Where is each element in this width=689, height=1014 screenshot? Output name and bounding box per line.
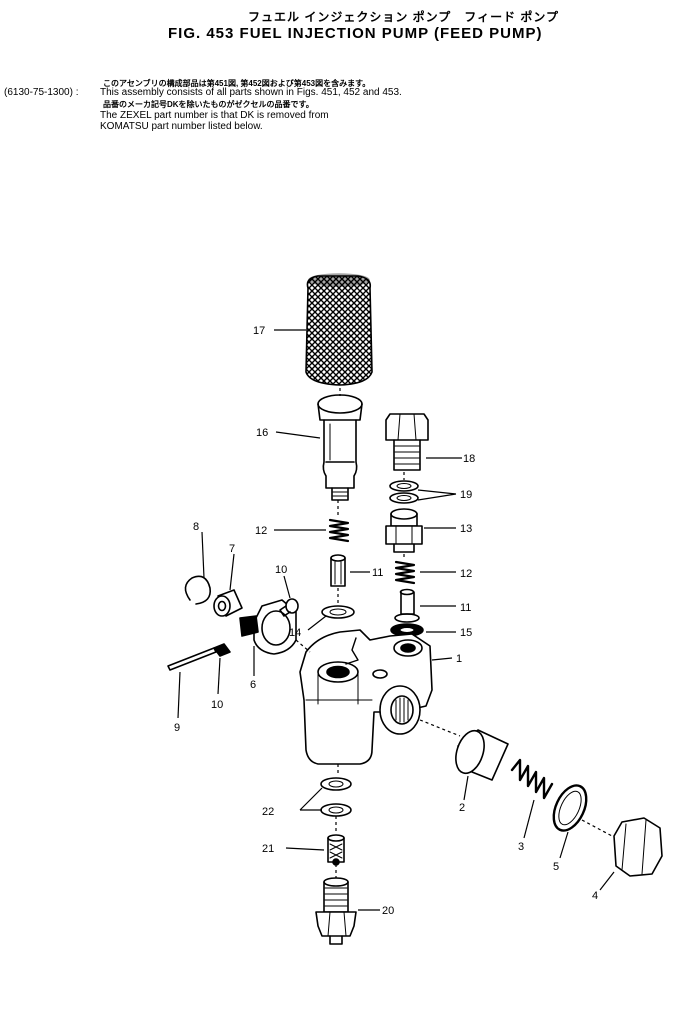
note-english-1: This assembly consists of all parts show… bbox=[100, 87, 402, 98]
gasket-part bbox=[321, 605, 355, 619]
callout-11-right: 11 bbox=[460, 602, 471, 614]
note-japanese-2: 品番のメーカ記号DKを除いたものがゼクセルの品番です。 bbox=[103, 100, 314, 109]
coil-spring-part bbox=[510, 758, 554, 800]
callout-22: 22 bbox=[262, 806, 274, 818]
pin-part bbox=[167, 647, 217, 671]
valve-left-part bbox=[330, 554, 346, 587]
bolt-part bbox=[385, 413, 429, 471]
valve-right-part bbox=[394, 588, 420, 623]
spring-right-part bbox=[394, 560, 416, 585]
snap-ring-part bbox=[184, 575, 212, 605]
washer-pair-part bbox=[389, 480, 419, 504]
note-japanese-1: このアセンブリの構成部品は第451図, 第452図および第453図を含みます。 bbox=[103, 79, 371, 88]
callout-10-lower: 10 bbox=[211, 699, 223, 711]
spring-upper-left-part bbox=[328, 518, 350, 543]
callout-10-upper: 10 bbox=[275, 564, 287, 576]
callout-20: 20 bbox=[382, 905, 394, 917]
callout-12-left: 12 bbox=[255, 525, 267, 537]
filter-screen-part bbox=[327, 834, 345, 866]
callout-16: 16 bbox=[256, 427, 268, 439]
callout-14: 14 bbox=[289, 627, 301, 639]
plug-gasket-part bbox=[552, 784, 588, 832]
screw-upper-part bbox=[279, 598, 299, 617]
callout-4: 4 bbox=[592, 890, 598, 902]
callout-18: 18 bbox=[463, 453, 475, 465]
callout-7: 7 bbox=[229, 543, 235, 555]
lever-housing-part bbox=[239, 599, 297, 655]
pump-body-part bbox=[299, 629, 433, 765]
callout-labels: 17 16 18 19 12 13 8 7 11 12 10 11 14 15 … bbox=[174, 325, 598, 917]
strainer-mesh-part bbox=[305, 273, 373, 386]
roller-bushing-part bbox=[455, 729, 509, 781]
callout-6: 6 bbox=[250, 679, 256, 691]
assembly-code: (6130-75-1300) : bbox=[4, 87, 79, 98]
note-english-3: KOMATSU part number listed below. bbox=[100, 121, 263, 132]
bushing-part bbox=[213, 589, 243, 617]
piston-housing-part bbox=[317, 394, 363, 501]
gasket-pair-part bbox=[320, 777, 352, 817]
callout-11-left: 11 bbox=[372, 567, 383, 579]
screw-lower-part bbox=[213, 643, 231, 657]
callout-9: 9 bbox=[174, 722, 180, 734]
hex-plug-part bbox=[613, 817, 663, 877]
figure-title: FIG. 453 FUEL INJECTION PUMP (FEED PUMP) bbox=[168, 25, 543, 42]
callout-15: 15 bbox=[460, 627, 472, 639]
callout-21: 21 bbox=[262, 843, 274, 855]
note-english-2: The ZEXEL part number is that DK is remo… bbox=[100, 110, 329, 121]
leader-lines bbox=[177, 329, 615, 911]
callout-13: 13 bbox=[460, 523, 472, 535]
callout-8: 8 bbox=[193, 521, 199, 533]
connector-nut-part bbox=[385, 508, 423, 553]
seal-part bbox=[390, 623, 424, 637]
callout-17: 17 bbox=[253, 325, 265, 337]
callout-2: 2 bbox=[459, 802, 465, 814]
callout-5: 5 bbox=[553, 861, 559, 873]
title-japanese: フュエル インジェクション ポンプ フィード ポンプ bbox=[248, 10, 560, 24]
eye-bolt-part bbox=[315, 877, 357, 945]
callout-12-right: 12 bbox=[460, 568, 472, 580]
callout-1: 1 bbox=[456, 653, 462, 665]
callout-19: 19 bbox=[460, 489, 472, 501]
callout-3: 3 bbox=[518, 841, 524, 853]
